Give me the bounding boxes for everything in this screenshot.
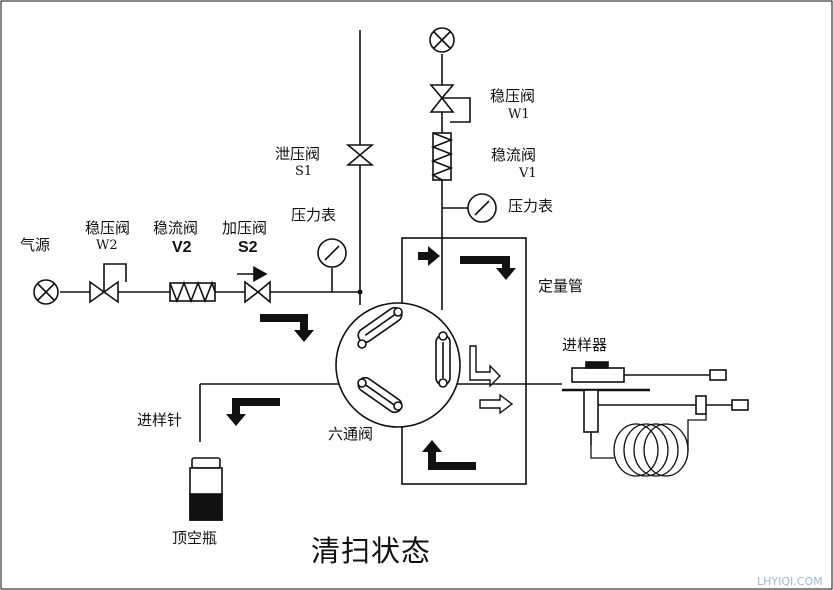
injector-icon — [562, 361, 749, 445]
label-needle: 进样针 — [137, 411, 183, 429]
regulator-valve-w1-icon — [429, 84, 471, 123]
label-sample-loop: 定量管 — [538, 277, 584, 295]
pressure-gauge-right-icon — [467, 193, 497, 223]
flow-arrow-to-injector-icon — [479, 393, 514, 415]
label-gas-source: 气源 — [20, 236, 51, 254]
flow-arrows — [226, 246, 516, 470]
label-gauge-right: 压力表 — [508, 197, 554, 215]
pressure-valve-s2-icon — [237, 266, 271, 304]
label-press-valve-s2: 加压阀 — [222, 219, 268, 237]
label-reg-valve-w1: 稳压阀 — [490, 87, 536, 105]
label-gauge-left: 压力表 — [291, 206, 337, 224]
label-reg-valve-w2: 稳压阀 — [85, 219, 131, 237]
diagram-title: 清扫状态 — [311, 534, 432, 568]
label-s1-code: S1 — [295, 164, 313, 179]
gas-source-icon — [33, 279, 59, 305]
label-vent-valve-s1: 泄压阀 — [275, 145, 321, 163]
junction-dot — [357, 289, 363, 295]
flow-valve-v1-icon — [430, 132, 454, 181]
flow-valve-v2-icon — [169, 280, 216, 304]
flow-arrow-loop-out-icon — [469, 345, 501, 388]
flow-arrow-box-bottom-icon — [422, 440, 476, 470]
column-coil-icon — [590, 414, 707, 477]
regulator-valve-w2-icon — [89, 263, 127, 304]
watermark-text: LHYIQI.COM — [757, 575, 823, 588]
label-injector: 进样器 — [562, 336, 608, 354]
label-w2-code: W2 — [96, 238, 118, 253]
label-w1-code: W1 — [508, 107, 530, 122]
label-flow-valve-v1: 稳流阀 — [491, 146, 537, 164]
outline-arrows — [469, 345, 514, 415]
top-source-icon — [429, 27, 455, 53]
label-v2-code: V2 — [172, 239, 192, 256]
flow-arrow-needle-icon — [226, 398, 280, 426]
label-six-port-valve: 六通阀 — [328, 425, 374, 443]
label-v1-code: V1 — [519, 166, 537, 181]
flow-arrow-box-topright-icon — [460, 256, 516, 280]
pressure-gauge-left-icon — [317, 238, 347, 268]
flow-arrow-in-icon — [260, 314, 314, 342]
label-flow-valve-v2: 稳流阀 — [153, 219, 199, 237]
flow-arrow-box-topleft-icon — [410, 246, 440, 282]
label-headspace-vial: 顶空瓶 — [172, 529, 218, 547]
six-port-valve-icon — [335, 302, 461, 428]
headspace-vial-icon — [189, 457, 223, 521]
label-s2-code: S2 — [238, 239, 258, 256]
vent-valve-s1-icon — [345, 144, 375, 166]
